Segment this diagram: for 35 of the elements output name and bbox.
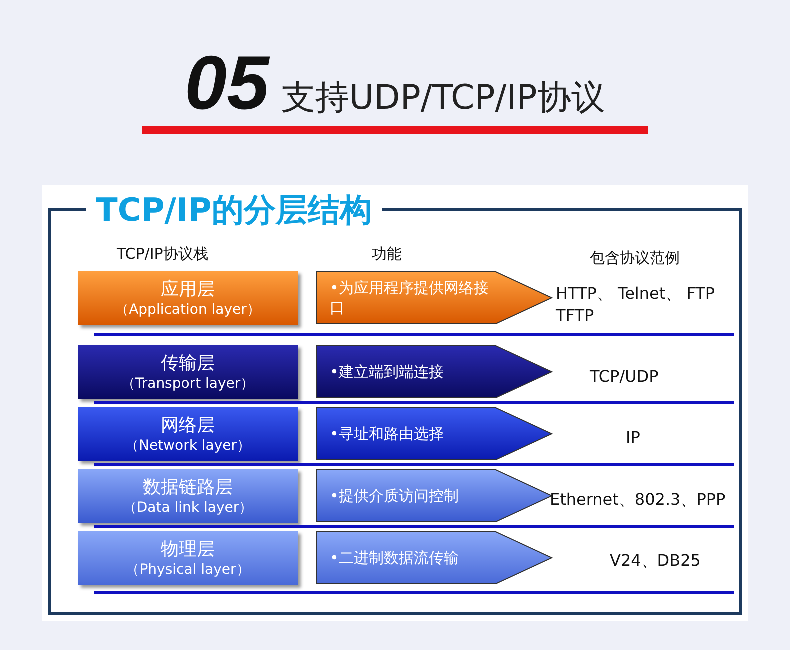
layer-english-name: （Application layer） [114, 301, 262, 319]
layer-name: 应用层 [160, 278, 216, 301]
column-header: 功能 [372, 245, 402, 264]
protocol-examples: TCP/UDP [590, 367, 659, 386]
column-header: 包含协议范例 [590, 249, 680, 268]
layer-box [78, 469, 298, 523]
layer-name: 数据链路层 [142, 476, 234, 499]
layer-name: 网络层 [160, 414, 216, 437]
diagram-frame [42, 185, 748, 621]
layer-name: 物理层 [160, 538, 216, 561]
layer-name: 传输层 [160, 352, 216, 375]
layer-english-name: （Physical layer） [124, 561, 252, 579]
layer-box [78, 345, 298, 399]
function-text: •提供介质访问控制 [330, 486, 460, 507]
layer-english-name: （Transport layer） [120, 375, 256, 393]
column-header: TCP/IP协议栈 [117, 245, 208, 264]
protocol-examples: HTTP、 Telnet、 FTP TFTP [556, 283, 716, 327]
layer-box [78, 531, 298, 585]
function-text: •二进制数据流传输 [330, 548, 460, 569]
layer-box [78, 407, 298, 461]
layer-box [78, 271, 298, 325]
layer-english-name: （Network layer） [124, 437, 252, 455]
function-arrow-shape [316, 407, 554, 463]
function-text: •寻址和路由选择 [330, 424, 445, 445]
heading-number: 05 [184, 41, 270, 126]
protocol-examples: V24、DB25 [610, 551, 701, 572]
layer-english-name: （Data link layer） [122, 499, 254, 517]
function-arrow-shape [316, 531, 554, 587]
protocol-examples: Ethernet、802.3、PPP [550, 490, 726, 511]
function-arrow-shape [316, 271, 554, 327]
protocol-examples: IP [626, 428, 640, 447]
function-text: •建立端到端连接 [330, 362, 445, 383]
function-text: •为应用程序提供网络接口 [330, 278, 490, 319]
heading-text: 支持UDP/TCP/IP协议 [281, 78, 606, 118]
function-arrow-shape [316, 345, 554, 401]
